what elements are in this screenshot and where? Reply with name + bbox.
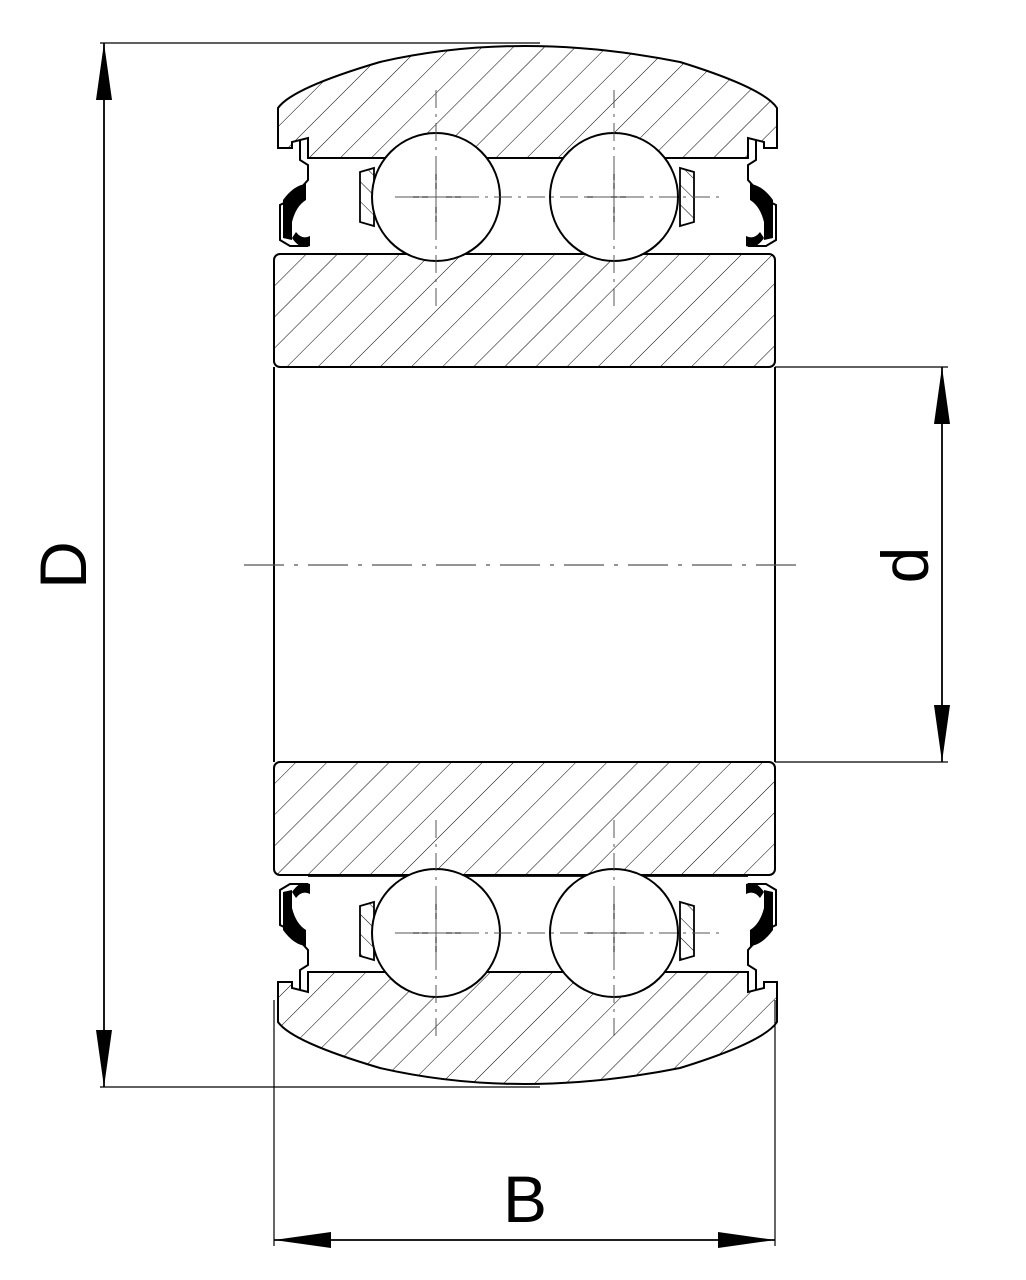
seal-bottom-right [746, 883, 777, 990]
inner-ring-bottom [273, 761, 776, 876]
label-outer-diameter: D [26, 541, 100, 589]
inner-ring-top [273, 253, 776, 368]
ball-centerlines [395, 90, 720, 1040]
seal-bottom-left [279, 883, 310, 990]
seal-top-left [279, 140, 310, 247]
dimension-width [273, 1000, 776, 1248]
dimension-bore-diameter [775, 366, 950, 763]
outer-ring-bottom [277, 971, 778, 1085]
cage-bottom-right [679, 900, 695, 962]
label-width: B [503, 1162, 547, 1236]
outer-ring-top [277, 45, 778, 159]
dimension-outer-diameter [96, 42, 540, 1088]
raceways [308, 157, 748, 973]
seal-top-right [746, 140, 777, 247]
cage-bottom-left [359, 900, 375, 962]
label-bore-diameter: d [868, 547, 942, 584]
cage-top-left [359, 166, 375, 228]
cage-top-right [679, 166, 695, 228]
